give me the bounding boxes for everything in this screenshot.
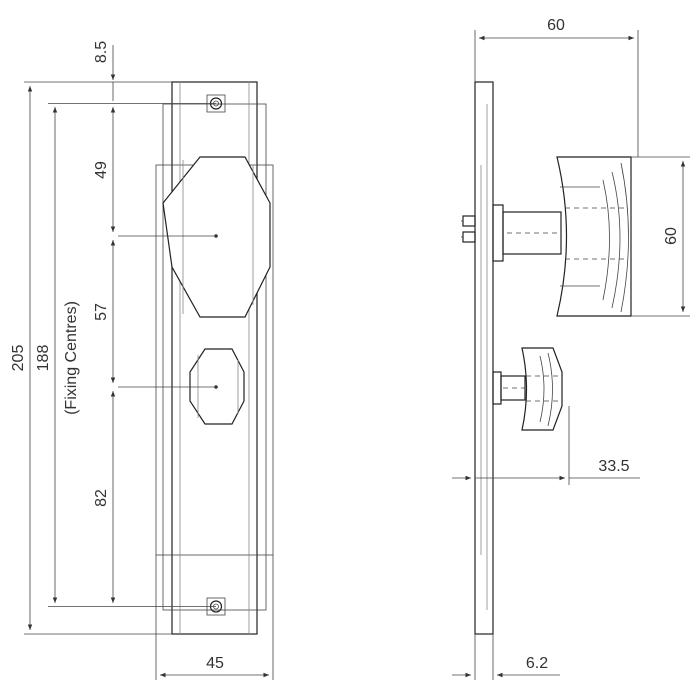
thumbturn-grip: [521, 347, 563, 431]
thumbturn-spindle: [492, 371, 526, 405]
dim-lower-segment: 82: [93, 489, 110, 507]
front-width-dimension: [155, 555, 274, 680]
dim-fixing-centres: 188: [35, 345, 52, 372]
rear-fixing: [461, 215, 476, 243]
side-dimensions: [452, 30, 690, 680]
dim-plate-width: 45: [206, 655, 224, 672]
dim-lever-height: 60: [663, 227, 680, 245]
dim-top-margin: 8.5: [93, 41, 110, 63]
lever-spindle: [492, 204, 562, 262]
front-step-left: [162, 103, 267, 611]
side-view: [461, 81, 632, 635]
dim-middle-segment: 57: [93, 303, 110, 321]
dim-fixing-centres-label: (Fixing Centres): [63, 301, 80, 415]
side-plate: [474, 81, 494, 635]
lever-grip: [556, 156, 632, 317]
dim-thumbturn-projection: 33.5: [598, 458, 629, 475]
dim-total-height: 205: [10, 345, 27, 372]
front-outer-plate: [171, 81, 258, 635]
dim-plate-thickness: 6.2: [526, 655, 548, 672]
dim-upper-segment: 49: [93, 161, 110, 179]
dim-side-depth: 60: [547, 17, 565, 34]
front-view: [118, 81, 274, 635]
front-dimensions: [24, 45, 216, 635]
